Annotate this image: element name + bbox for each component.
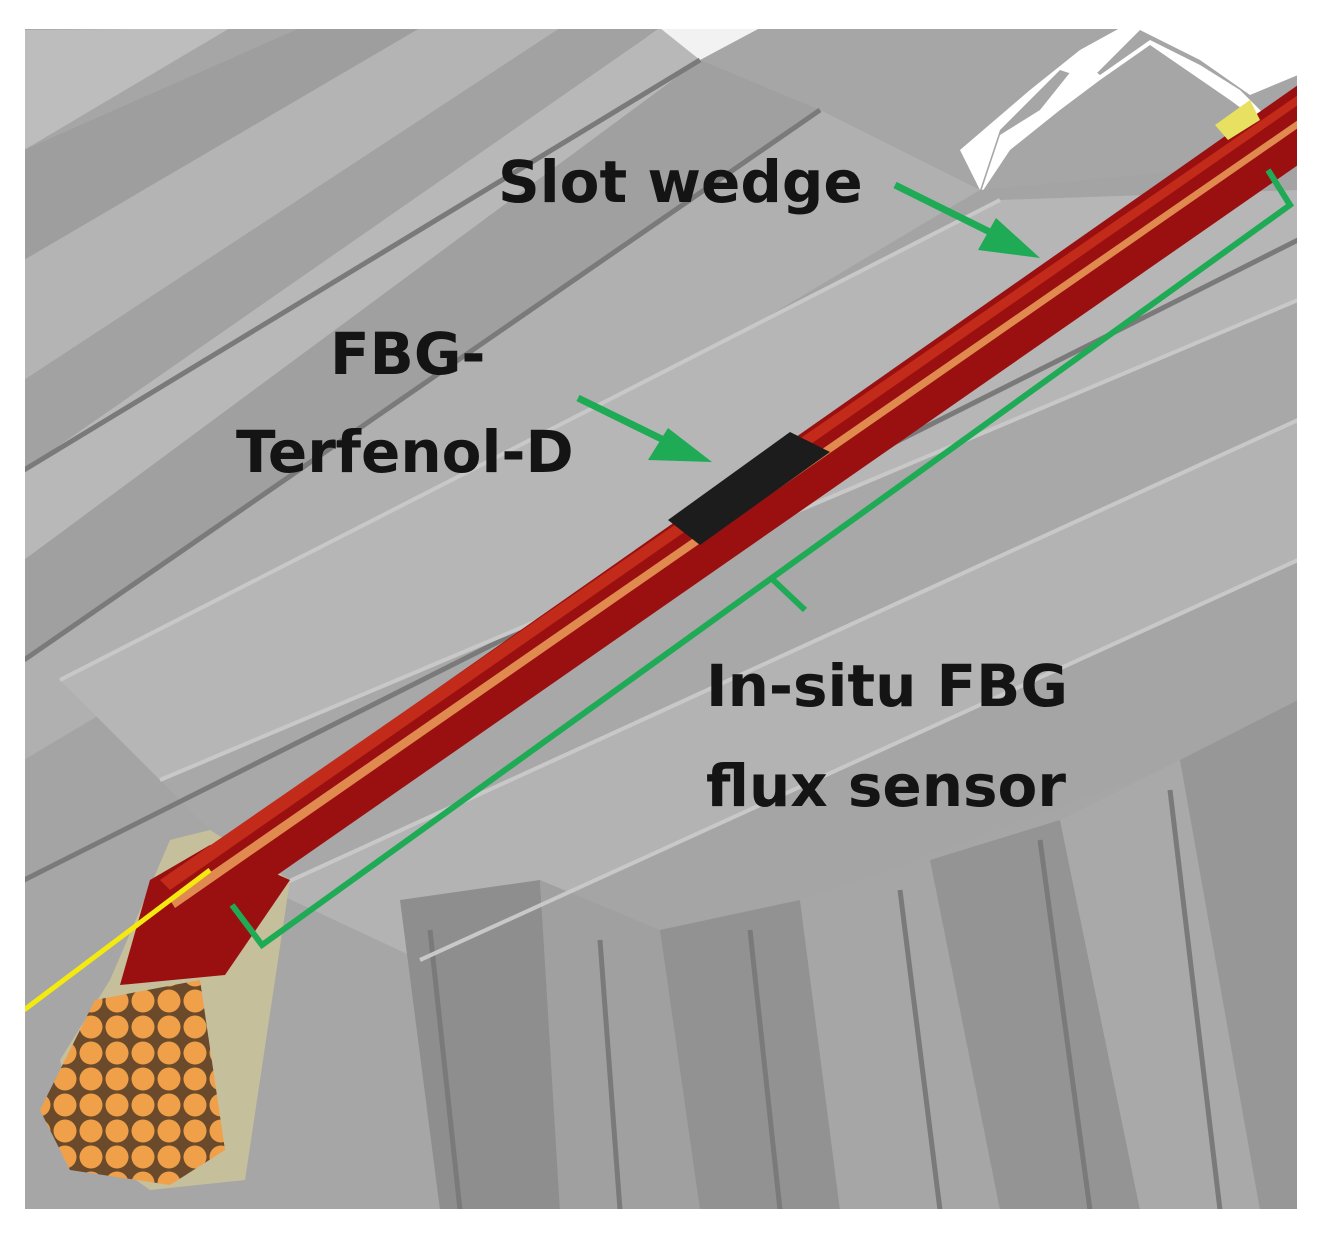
sensor-label-line2: flux sensor <box>706 752 1066 820</box>
sensor-label-line1: In-situ FBG <box>706 652 1068 720</box>
copper-coil-bundle <box>40 980 225 1185</box>
stator-background <box>24 28 1298 1210</box>
fbg-label-line2: Terfenol-D <box>236 418 574 486</box>
terfenol-arrow <box>576 394 712 462</box>
sensor-bracket <box>229 168 1295 950</box>
slot-wedge-arrow <box>893 181 1040 258</box>
terfenol-d-segment <box>668 432 830 545</box>
slot-wedge-label: Slot wedge <box>498 148 863 216</box>
optical-fiber <box>24 868 212 1012</box>
fbg-label-line1: FBG- <box>330 320 486 388</box>
